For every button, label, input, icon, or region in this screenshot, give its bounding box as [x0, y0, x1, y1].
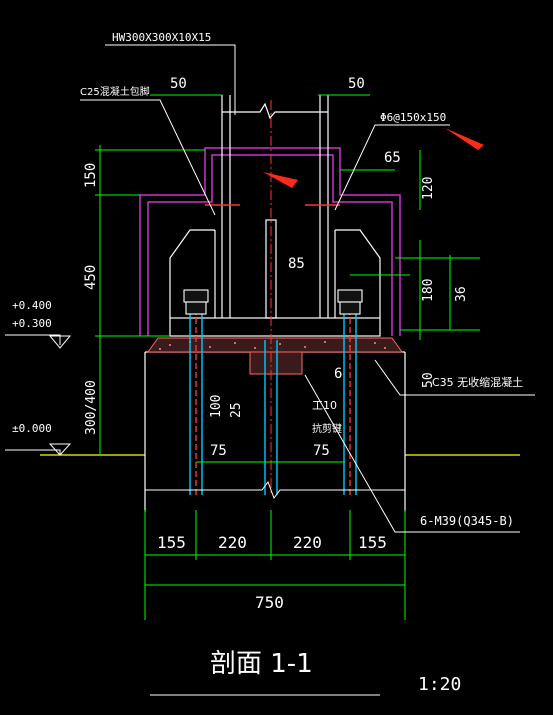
dim-65: 65	[384, 150, 401, 166]
encasement-label: C25混凝土包脚	[80, 85, 150, 98]
shear-key-label: 工10	[312, 399, 337, 412]
dimension-lines	[95, 94, 480, 620]
elevation-top-a: +0.400	[12, 299, 52, 312]
shear-key-note: 抗剪键	[312, 422, 342, 435]
dim-bottom-155-right: 155	[358, 533, 387, 552]
elevation-markers	[48, 335, 72, 456]
dim-75-right: 75	[313, 443, 330, 459]
steel-column	[221, 95, 329, 319]
grout-label: C35 无收缩混凝土	[432, 375, 523, 389]
dim-85: 85	[288, 256, 305, 272]
dim-6: 6	[334, 366, 342, 382]
dim-100: 100	[209, 395, 224, 418]
dim-right-50: 50	[348, 76, 365, 92]
dim-75-left: 75	[210, 443, 227, 459]
dim-bottom-220-right: 220	[293, 533, 322, 552]
leader-lines	[5, 44, 535, 533]
elevation-ground: ±0.000	[12, 422, 52, 435]
dim-300-400: 300/400	[84, 380, 99, 435]
concrete-pier	[144, 351, 406, 512]
elevation-top-b: +0.300	[12, 317, 52, 330]
scale-label: 1:20	[418, 674, 461, 695]
dim-36: 36	[454, 286, 469, 302]
stirrup-label: Φ6@150x150	[380, 111, 446, 124]
break-line	[145, 480, 405, 500]
dim-180: 180	[421, 279, 436, 302]
dim-left-50: 50	[170, 76, 187, 92]
dim-50-low: 50	[421, 372, 436, 388]
dim-bottom-220-left: 220	[218, 533, 247, 552]
anchor-bolt-label: 6-M39(Q345-B)	[420, 514, 514, 528]
column-section-label: HW300X300X10X15	[112, 31, 211, 44]
dim-bottom-155-left: 155	[157, 533, 186, 552]
concrete-encasement	[139, 147, 401, 336]
bolt-nuts	[183, 289, 363, 315]
dim-total-750: 750	[255, 593, 284, 612]
section-title: 剖面 1-1	[210, 649, 313, 679]
dim-25: 25	[229, 402, 244, 418]
dim-450: 450	[83, 265, 99, 290]
dim-120: 120	[421, 177, 436, 200]
grout-layer	[147, 337, 403, 375]
stiffeners	[169, 229, 381, 318]
anchor-bolts	[189, 290, 357, 495]
annotation-arrows	[263, 128, 484, 188]
dim-150: 150	[83, 163, 99, 188]
